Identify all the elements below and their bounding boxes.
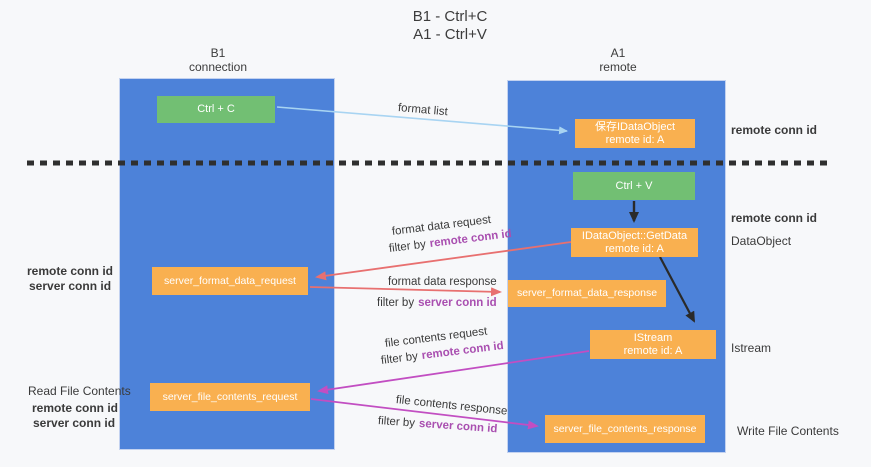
server-conn-id-text: server conn id (418, 297, 497, 309)
save-dataobject-line2: remote id: A (605, 133, 665, 146)
server-conn-id-text: server conn id (418, 417, 498, 436)
istream-line1: IStream (633, 331, 673, 344)
column-header-a1: A1 remote (538, 46, 698, 74)
file-contents-response-label: file contents response (395, 394, 508, 418)
server-file-contents-response-box: server_file_contents_response (545, 415, 705, 443)
diagram-title-line1: B1 - Ctrl+C (412, 8, 488, 25)
column-header-a1-line2: remote (599, 60, 637, 74)
save-dataobject-box: 保存IDataObject remote id: A (575, 119, 695, 148)
right-remote-conn-id-label-1: remote conn id (731, 123, 818, 137)
ctrl-c-box: Ctrl + C (157, 96, 275, 123)
left-server-conn-id-label-2: server conn id (33, 416, 116, 430)
column-header-b1: B1 connection (138, 46, 298, 74)
filter-by-text: filter by (380, 350, 419, 367)
getdata-line2: remote id: A (605, 242, 664, 255)
column-header-a1-line1: A1 (610, 46, 626, 60)
diagram-title: B1 - Ctrl+C A1 - Ctrl+V (300, 8, 600, 44)
ctrl-v-label: Ctrl + V (615, 179, 653, 192)
server-format-data-response-box: server_format_data_response (508, 280, 666, 307)
getdata-box: IDataObject::GetData remote id: A (571, 228, 698, 257)
server-file-contents-request-label: server_file_contents_request (162, 390, 298, 403)
filter-by-text: filter by (377, 297, 415, 309)
server-format-data-response-label: server_format_data_response (516, 287, 658, 299)
ctrl-v-box: Ctrl + V (573, 172, 695, 200)
left-server-conn-id-label-1: server conn id (29, 279, 112, 293)
istream-line2: remote id: A (623, 344, 683, 357)
format-data-response-label: format data response (388, 276, 497, 288)
server-file-contents-response-label: server_file_contents_response (553, 422, 697, 435)
column-header-b1-line1: B1 (210, 46, 226, 60)
istream-side-label: Istream (731, 341, 772, 355)
write-file-contents-label: Write File Contents (737, 424, 839, 438)
format-list-label: format list (397, 102, 449, 119)
right-remote-conn-id-label-2: remote conn id (731, 211, 818, 225)
column-header-b1-line2: connection (188, 60, 248, 74)
server-file-contents-request-box: server_file_contents_request (150, 383, 310, 411)
getdata-line1: IDataObject::GetData (581, 229, 688, 242)
ctrl-c-label: Ctrl + C (197, 103, 235, 115)
diagram-title-line2: A1 - Ctrl+V (413, 26, 487, 43)
istream-box: IStream remote id: A (590, 330, 716, 359)
read-file-contents-label: Read File Contents (28, 384, 131, 398)
left-remote-conn-id-label-2: remote conn id (32, 401, 119, 415)
save-dataobject-line1: 保存IDataObject (594, 120, 676, 133)
left-remote-conn-id-label-1: remote conn id (27, 264, 114, 278)
server-format-data-request-label: server_format_data_request (164, 274, 296, 287)
dataobject-label: DataObject (731, 234, 792, 248)
filter-by-text: filter by (377, 415, 416, 430)
server-format-data-request-box: server_format_data_request (152, 267, 308, 295)
filter-by-text: filter by (388, 238, 427, 255)
